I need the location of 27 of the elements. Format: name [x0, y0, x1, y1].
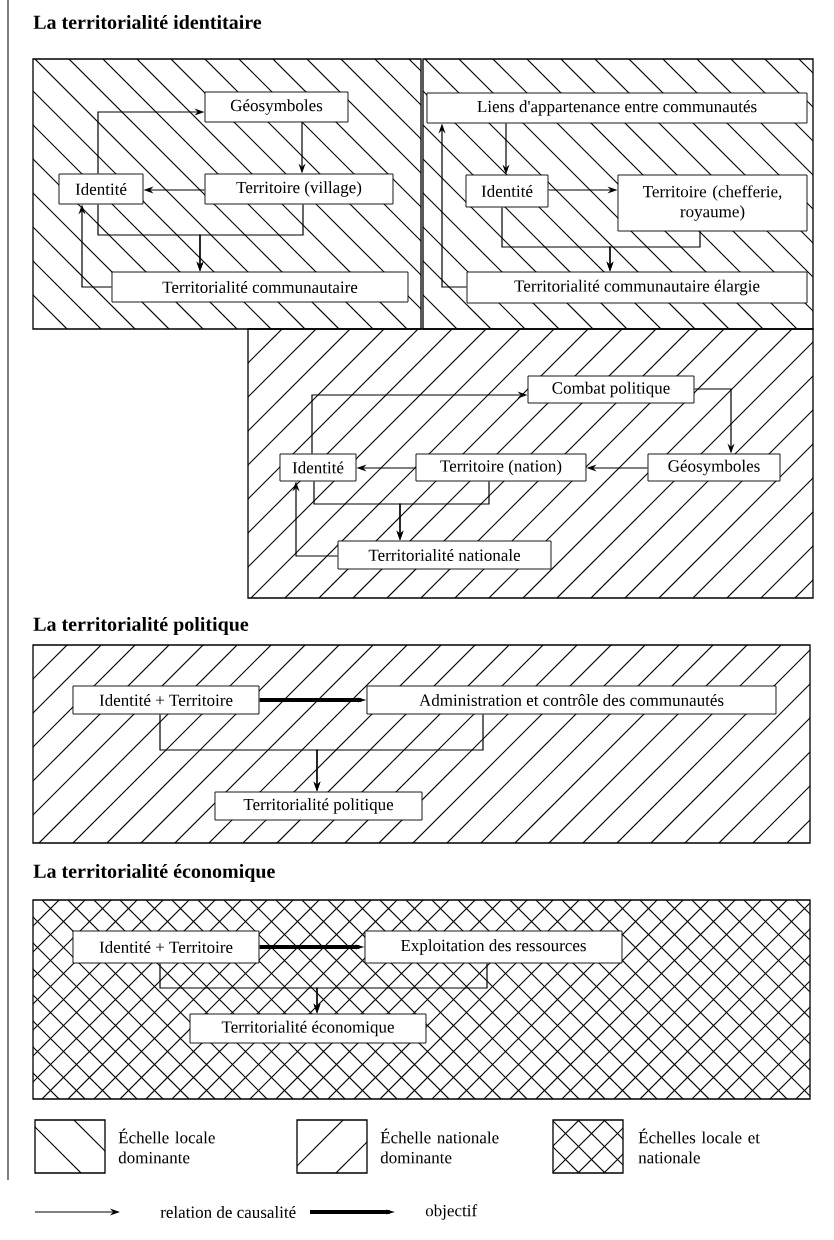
- section-heading: La territorialité identitaire: [33, 14, 262, 30]
- legend-text: Échelle nationale dominante: [380, 1128, 499, 1164]
- concept-box: Identité: [465, 174, 549, 208]
- section-heading: La territorialité économique: [33, 863, 275, 883]
- legend-text: objectif: [425, 1204, 478, 1220]
- concept-box: Territorialité nationale: [337, 540, 552, 570]
- concept-box: Administration et contrôle des communautés: [366, 685, 777, 715]
- section-heading: La territorialité politique: [33, 616, 249, 636]
- concept-box: Territoire (nation): [415, 453, 587, 482]
- concept-box: Identité: [58, 173, 144, 205]
- concept-box: Combat politique: [527, 375, 695, 404]
- concept-box: Identité + Territoire: [72, 930, 260, 964]
- concept-box: Territorialité communautaire élargie: [466, 271, 808, 304]
- legend-text: relation de causalité: [160, 1206, 296, 1218]
- concept-box: Territoire (chefferie, royaume): [617, 174, 808, 232]
- legend-text: Échelles locale et nationale: [638, 1128, 760, 1164]
- concept-box: Territorialité communautaire: [111, 271, 409, 303]
- concept-box: Identité + Territoire: [72, 685, 260, 715]
- legend-text: Échelle locale dominante: [118, 1128, 215, 1164]
- concept-box: Exploitation des ressources: [364, 930, 623, 964]
- concept-box: Géosymboles: [647, 453, 781, 482]
- concept-box: Géosymboles: [204, 91, 349, 123]
- concept-box: Territorialité économique: [189, 1013, 427, 1044]
- concept-box: Territoire (village): [204, 173, 394, 205]
- concept-box: Liens d'appartenance entre communautés: [426, 92, 808, 124]
- concept-box: Identité: [279, 453, 357, 482]
- concept-box: Territorialité politique: [214, 791, 423, 821]
